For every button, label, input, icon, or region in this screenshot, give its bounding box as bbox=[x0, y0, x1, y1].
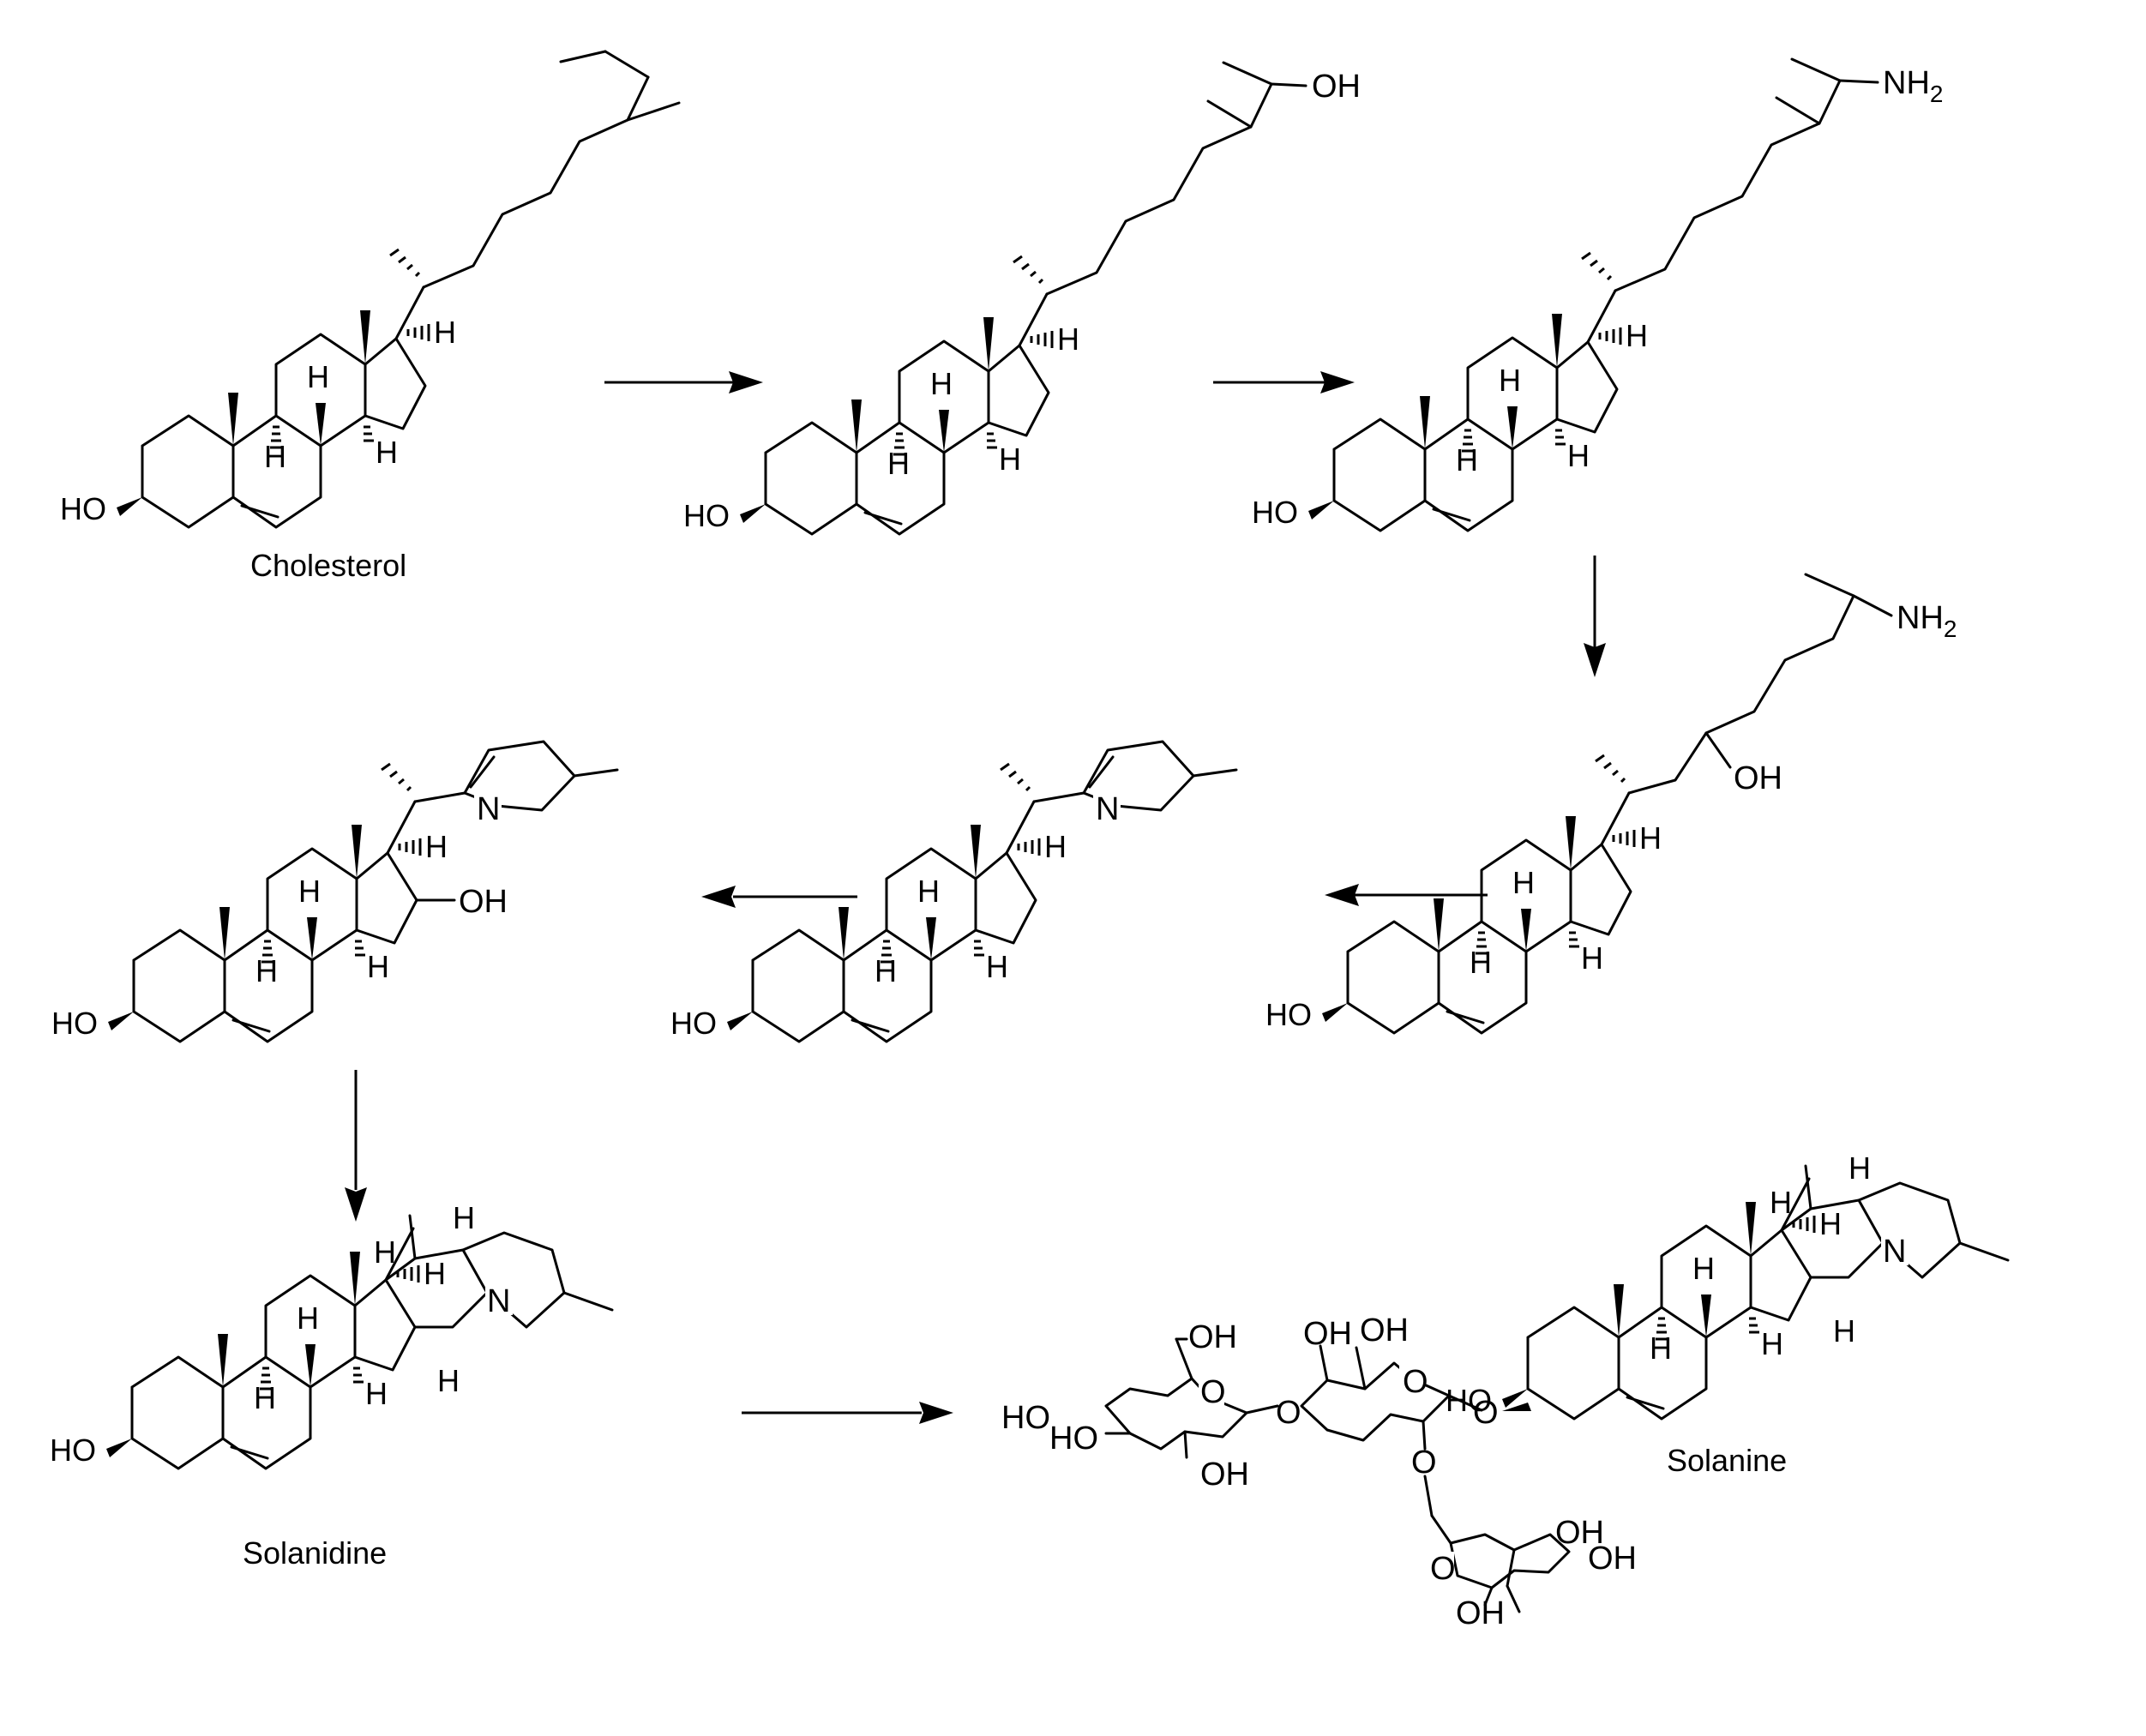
h-label: H bbox=[1833, 1313, 1855, 1349]
oh-label: OH bbox=[1734, 760, 1782, 796]
reaction-arrow bbox=[742, 1402, 953, 1424]
molecule-solanine: N H H H Solanine bbox=[1444, 1150, 2010, 1478]
o-label: O bbox=[1473, 1395, 1499, 1431]
reaction-arrow bbox=[1325, 884, 1488, 906]
oh-label: OH bbox=[1555, 1515, 1604, 1551]
oh-label: OH bbox=[1456, 1595, 1505, 1631]
reaction-arrow bbox=[345, 1070, 367, 1222]
molecule-aminocholesterol: NH2 bbox=[1250, 57, 1943, 532]
h-label: H bbox=[453, 1200, 475, 1235]
o-label: O bbox=[1276, 1395, 1301, 1431]
oh-label: OH bbox=[1303, 1316, 1352, 1352]
nh2-label: NH2 bbox=[1897, 600, 1957, 642]
n-label: N bbox=[1883, 1234, 1906, 1270]
reaction-arrow bbox=[701, 886, 857, 908]
nh2-label: NH2 bbox=[1883, 65, 1943, 107]
oh-label: OH bbox=[1312, 69, 1361, 105]
n-label: N bbox=[477, 791, 500, 827]
sugar-chain: O OH HO HO OH O O OH OH O O O OH OH OH bbox=[1001, 1313, 1637, 1631]
molecule-hydroxycholesterol: OH bbox=[682, 61, 1361, 536]
h-label: H bbox=[437, 1363, 460, 1398]
molecule-solanidine: N H H H Solanidine bbox=[48, 1200, 614, 1571]
o-label: O bbox=[1403, 1364, 1428, 1400]
oh-label: OH bbox=[1188, 1319, 1237, 1355]
h-label: H bbox=[374, 1234, 396, 1270]
o-label: O bbox=[1200, 1374, 1226, 1410]
n-label: N bbox=[487, 1283, 510, 1319]
molecule-cholesterol: Cholesterol bbox=[58, 50, 681, 583]
reaction-arrow bbox=[1584, 556, 1606, 677]
h-label: H bbox=[1848, 1150, 1871, 1186]
compound-name-solanidine: Solanidine bbox=[243, 1535, 387, 1571]
compound-name-cholesterol: Cholesterol bbox=[250, 548, 406, 583]
molecule-imine: N bbox=[669, 740, 1238, 1043]
oh-label: OH bbox=[1200, 1457, 1249, 1493]
n-label: N bbox=[1096, 791, 1119, 827]
compound-name-solanine: Solanine bbox=[1667, 1443, 1787, 1478]
molecule-hydroxy-imine: N OH bbox=[50, 740, 619, 1043]
ho-label: HO bbox=[1049, 1421, 1098, 1457]
reaction-arrow bbox=[1213, 371, 1355, 393]
oh-label: OH bbox=[459, 884, 508, 920]
oh-label: OH bbox=[1360, 1313, 1409, 1349]
o-label: O bbox=[1430, 1551, 1456, 1587]
reaction-arrow bbox=[604, 371, 763, 393]
o-label: O bbox=[1411, 1445, 1437, 1481]
oh-label: OH bbox=[1588, 1541, 1637, 1577]
molecule-hydroxy-aminocholesterol: OH NH2 bbox=[1264, 573, 1957, 1035]
h-label: H bbox=[1770, 1185, 1792, 1220]
ho-label: HO bbox=[1001, 1400, 1050, 1436]
